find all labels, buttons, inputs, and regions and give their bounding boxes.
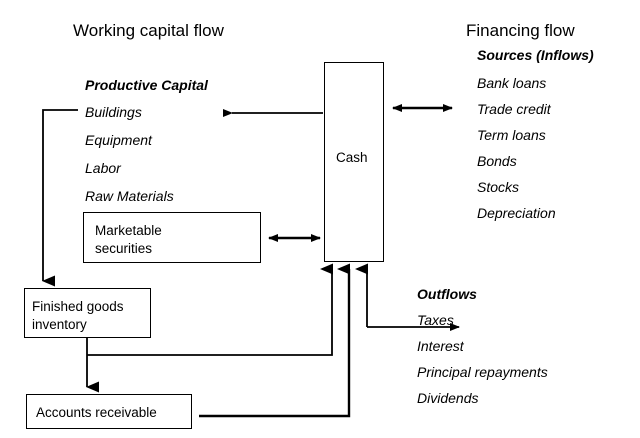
sources-item-trade-credit: Trade credit bbox=[477, 101, 551, 117]
sources-item-stocks: Stocks bbox=[477, 179, 520, 195]
productive-capital-item-equipment: Equipment bbox=[85, 132, 152, 148]
outflows-item-dividends: Dividends bbox=[417, 390, 479, 406]
financing-flow-title: Financing flow bbox=[466, 21, 575, 40]
finished-goods-label-line2: inventory bbox=[32, 317, 87, 332]
working-capital-flow-title: Working capital flow bbox=[73, 21, 224, 40]
arrow-productive-capital-to-finished-goods bbox=[42, 109, 78, 287]
sources-item-bonds: Bonds bbox=[477, 153, 517, 169]
marketable-securities-label-line1: Marketable bbox=[95, 223, 162, 238]
arrow-accounts-receivable-to-cash bbox=[199, 263, 351, 418]
sources-heading: Sources (Inflows) bbox=[477, 47, 594, 63]
marketable-securities-label-line2: securities bbox=[95, 241, 153, 256]
productive-capital-item-buildings: Buildings bbox=[85, 104, 142, 120]
accounts-receivable-box: Accounts receivable bbox=[26, 394, 192, 429]
productive-capital-item-raw-materials: Raw Materials bbox=[85, 188, 174, 204]
outflows-heading: Outflows bbox=[417, 286, 477, 302]
sources-item-term-loans: Term loans bbox=[477, 127, 546, 143]
productive-capital-item-labor: Labor bbox=[85, 160, 121, 176]
sources-item-bank-loans: Bank loans bbox=[477, 75, 547, 91]
accounts-receivable-label: Accounts receivable bbox=[36, 405, 157, 420]
sources-item-depreciation: Depreciation bbox=[477, 205, 556, 221]
marketable-securities-box: Marketable securities bbox=[83, 212, 261, 263]
outflows-item-taxes: Taxes bbox=[417, 312, 454, 328]
finished-goods-label-line1: Finished goods bbox=[32, 299, 124, 314]
outflows-item-principal-repayments: Principal repayments bbox=[417, 364, 548, 380]
finished-goods-inventory-box: Finished goods inventory bbox=[24, 288, 151, 338]
arrow-finished-goods-to-cash bbox=[87, 263, 333, 356]
productive-capital-heading: Productive Capital bbox=[85, 77, 208, 93]
cash-box: Cash bbox=[324, 62, 384, 262]
cash-box-label: Cash bbox=[336, 150, 368, 165]
outflows-item-interest: Interest bbox=[417, 338, 464, 354]
